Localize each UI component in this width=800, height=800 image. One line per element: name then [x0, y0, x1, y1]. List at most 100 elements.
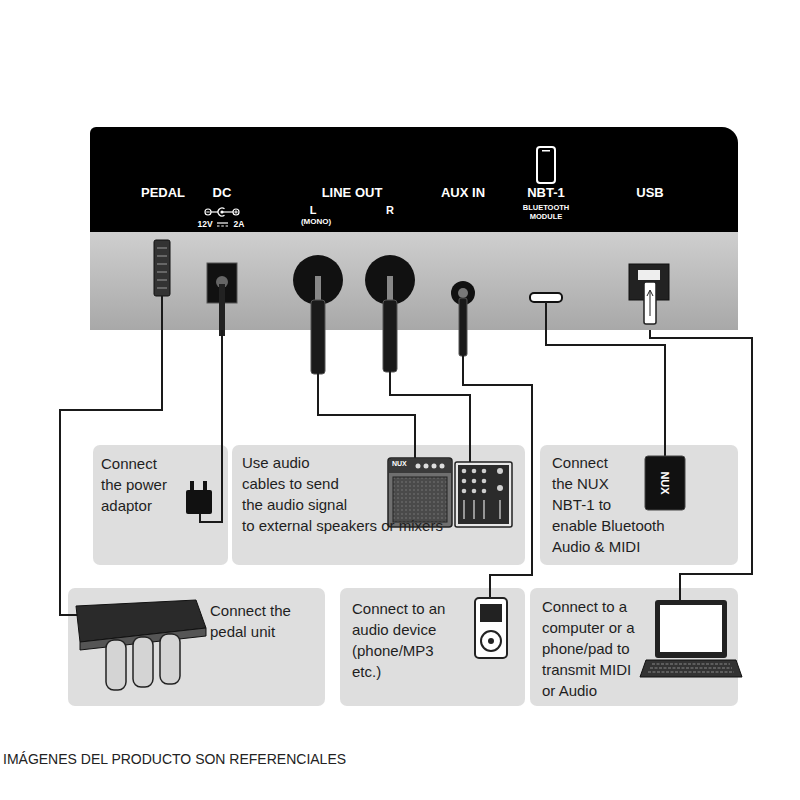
cable: [318, 330, 415, 445]
callout-text-wrap: Connect the pedal unit: [210, 600, 320, 642]
panel-label-wrap: 12V: [145, 220, 265, 230]
callout-text-wrap: Use audio cables to send the audio signa…: [242, 452, 512, 536]
mixer-knob: [462, 469, 467, 474]
panel-label-wrap: PEDAL: [103, 186, 223, 201]
callout-text: Connect the pedal unit: [210, 602, 291, 640]
amp-knob: [416, 464, 421, 469]
mp3-player: [475, 598, 507, 658]
callout-text: Connect the NUX NBT-1 to enable Bluetoot…: [552, 454, 665, 555]
mp3-button: [488, 638, 494, 644]
dc-symbol-dashes: [217, 225, 228, 226]
pedal: [160, 634, 180, 684]
cable: [650, 330, 752, 588]
laptop-base: [640, 660, 742, 677]
panel-label-wrap: BLUETOOTH MODULE: [514, 204, 578, 221]
polarity-minus-bar: [206, 212, 209, 213]
pedal-connector-pins: [157, 248, 167, 288]
polarity-line: [211, 211, 218, 212]
mixer-knob: [497, 468, 503, 474]
panel-label: AUX IN: [441, 185, 485, 200]
mixer-knob: [472, 469, 477, 474]
callout-box: Connect the NUX NBT-1 to enable Bluetoot…: [540, 445, 738, 565]
cable: [463, 330, 532, 588]
mixer-faders: [464, 500, 500, 519]
mp3-wheel: [481, 631, 501, 651]
aux-in-hole: [458, 288, 468, 298]
wrap-spacer: [350, 452, 512, 515]
laptop-keys: [648, 664, 734, 672]
polarity-plus: [233, 209, 239, 215]
module-lead: [664, 445, 666, 456]
callout-text: Connect the power adaptor: [101, 455, 167, 514]
mixer-face: [458, 465, 509, 524]
nbt-cable: [545, 302, 547, 331]
dc-plug: [219, 284, 225, 336]
panel-label: NBT-1: [527, 185, 565, 200]
callout-text-wrap: Connect the power adaptor: [101, 453, 179, 516]
cable: [60, 330, 162, 615]
line-out-l-jack: [293, 255, 343, 305]
callout-text-wrap: Connect the NUX NBT-1 to enable Bluetoot…: [552, 452, 682, 557]
mixer-knob: [462, 489, 467, 494]
adaptor-prong: [203, 481, 207, 491]
brand-logo: NUX: [659, 471, 671, 494]
usb-plug: [644, 282, 656, 324]
amp-lead: [414, 445, 416, 458]
laptop-display: [660, 605, 722, 652]
callout-text: Connect to an audio device (phone/MP3 et…: [352, 600, 445, 680]
mixer-lead: [469, 445, 471, 462]
mixer-knob: [472, 489, 477, 494]
panel-label: LINE OUT: [322, 185, 383, 200]
panel-label: BLUETOOTH MODULE: [523, 203, 570, 221]
brand-logo: NUX: [392, 460, 407, 467]
cable: [221, 330, 223, 445]
phone-icon: [537, 147, 555, 183]
label-wrap: NUX: [659, 471, 671, 494]
polarity-line: [223, 211, 233, 212]
mp3-screen: [480, 604, 502, 622]
amp-control-strip: [389, 459, 451, 473]
player-lead: [489, 588, 491, 598]
panel-label-wrap: DC: [162, 186, 282, 201]
callout-text: Connect to a computer or a phone/pad to …: [542, 598, 635, 699]
panel-label-wrap: LINE OUT: [292, 186, 412, 201]
cable: [390, 330, 470, 445]
pedal: [133, 637, 153, 687]
pedal: [106, 640, 126, 690]
panel-label: (MONO): [301, 217, 331, 226]
mixer-knob: [472, 479, 477, 484]
panel-label-wrap: NBT-1: [486, 186, 606, 201]
panel-label: DC: [213, 185, 232, 200]
callout-text-wrap: Connect to an audio device (phone/MP3 et…: [352, 598, 462, 682]
laptop-screen: [655, 600, 727, 658]
cable: [546, 330, 665, 445]
polarity-plus-cross: [234, 210, 237, 213]
panel-label-wrap: AUX IN: [403, 186, 523, 201]
pedal-connector: [154, 240, 170, 296]
mixer-knob: [497, 485, 503, 491]
amp-knob: [432, 464, 437, 469]
panel-label: L: [310, 204, 317, 216]
power-adaptor: [186, 490, 212, 514]
amp-knob: [440, 464, 445, 469]
phone-icon-speaker: [542, 150, 550, 152]
panel-label-wrap: L: [253, 204, 373, 217]
nbt-slot: [530, 293, 562, 302]
wrap-spacer: [630, 452, 682, 512]
panel-label: 2A: [234, 219, 245, 229]
dc-symbol: [217, 222, 228, 223]
panel-label-wrap: 2A: [179, 220, 299, 230]
panel-label: R: [386, 204, 394, 216]
jack-plug-tip: [315, 276, 321, 302]
amp-grille: [393, 477, 447, 522]
mixer-knob: [482, 469, 487, 474]
amp-body: [388, 458, 452, 527]
usb-port-inner: [638, 270, 660, 280]
mixer-knob: [462, 479, 467, 484]
mixer-body: [455, 462, 512, 527]
callout-box: Use audio cables to send the audio signa…: [232, 445, 525, 565]
nbt-module: [645, 456, 685, 510]
panel-label: 12V: [197, 219, 212, 229]
